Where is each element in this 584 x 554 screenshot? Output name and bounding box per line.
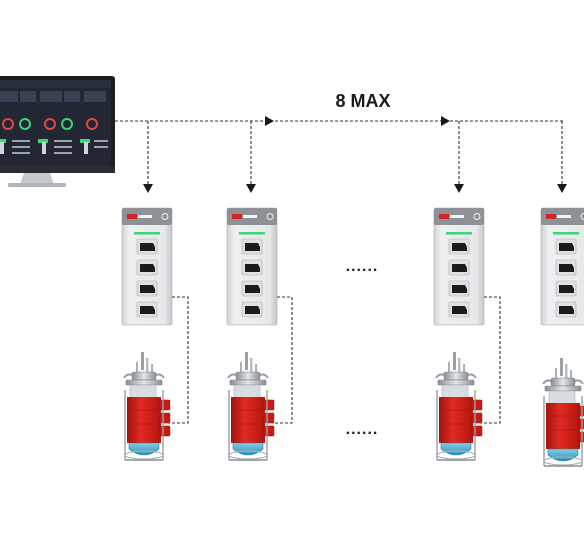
bus-arrow-1 xyxy=(265,116,274,126)
drop-arrow-2 xyxy=(246,184,256,193)
controller-unit-4 xyxy=(540,207,584,326)
ellipsis-bioreactors: ...... xyxy=(345,421,379,438)
max-units-label: 8 MAX xyxy=(335,91,391,111)
drop-arrow-3 xyxy=(454,184,464,193)
drop-arrow-4 xyxy=(557,184,567,193)
network-bus xyxy=(115,116,565,126)
bioreactor-3 xyxy=(435,351,483,461)
bioreactor-2 xyxy=(227,351,275,461)
ellipsis-controllers: ...... xyxy=(345,258,379,275)
drop-lines xyxy=(147,121,563,186)
controller-unit-3 xyxy=(433,207,485,326)
bus-arrow-2 xyxy=(441,116,450,126)
controller-unit-2 xyxy=(226,207,278,326)
control-cables xyxy=(168,296,501,424)
monitor-illustration xyxy=(0,76,115,187)
controller-unit-1 xyxy=(121,207,173,326)
bioreactor-4 xyxy=(542,357,584,467)
bioreactor-1 xyxy=(123,351,171,461)
drop-arrow-1 xyxy=(143,184,153,193)
